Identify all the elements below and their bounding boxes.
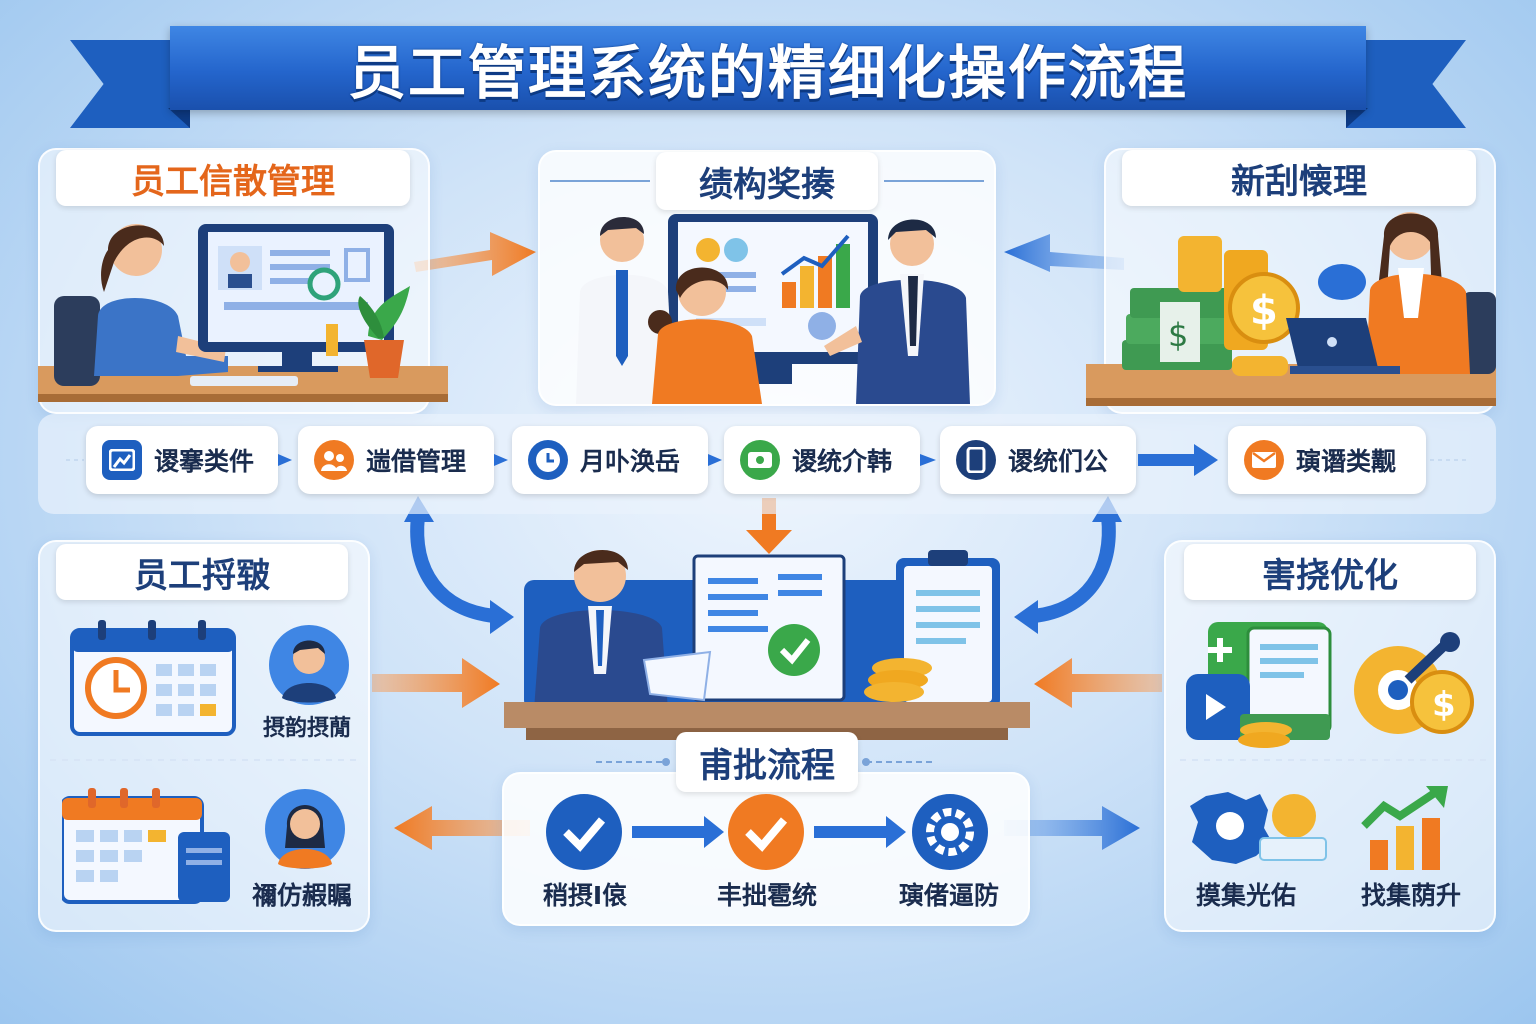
arrow-info-to-training	[414, 232, 536, 276]
step-arrow-1	[278, 454, 292, 466]
step-arrow-3	[708, 454, 722, 466]
people-icon	[314, 440, 354, 480]
svg-text:$: $	[1432, 685, 1456, 725]
process-step-label: 谡搴类件	[154, 447, 255, 476]
process-step-label: 谡统介韩	[792, 447, 893, 476]
employee-at-computer-illustration	[38, 224, 448, 402]
idea-icon	[1272, 794, 1316, 838]
clock-icon	[528, 440, 568, 480]
arrowhead-curved-left-right	[490, 600, 514, 634]
image-upload-icon	[102, 440, 142, 480]
arrow-curved-right	[1032, 515, 1116, 623]
process-step-label: 谡统们公	[1008, 447, 1109, 476]
process-step-label: 璌谮类觏	[1296, 447, 1397, 476]
page-title: 员工管理系统的精细化操作流程	[347, 39, 1188, 107]
approval-workstation-illustration	[504, 549, 1030, 740]
process-step-2[interactable]: 遄借管理	[298, 426, 494, 494]
svg-text:$: $	[1168, 316, 1188, 354]
process-step-4[interactable]: 谡统介韩	[724, 426, 920, 494]
process-step-label: 月卟涣岳	[580, 447, 681, 476]
process-step-6[interactable]: 璌谮类觏	[1228, 426, 1426, 494]
optimization-item-1-label: 摸集光佑	[1195, 881, 1296, 910]
envelope-icon	[1244, 440, 1284, 480]
approval-header-rule	[596, 758, 936, 766]
process-step-1[interactable]: 谡搴类件	[86, 426, 278, 494]
arrow-attendance-to-center	[372, 658, 500, 708]
step-arrow-2	[494, 454, 508, 466]
female-employee-avatar	[265, 789, 345, 869]
approval-step-2-label: 丰拙雹统	[716, 881, 817, 910]
step-arrow-4	[920, 454, 936, 466]
growth-chart-icon	[1370, 840, 1388, 870]
approval-step-1-label: 稍摂I偯	[542, 881, 628, 910]
approval-step-3-label: 璌偖逼防	[898, 881, 999, 910]
training-header-rule	[550, 180, 984, 182]
attendance-item-2-label: 禰仿赮瞩	[251, 881, 352, 910]
panel-salary-title: 新刮懐理	[1122, 150, 1476, 206]
approve-check-icon	[546, 794, 622, 870]
panel-approval-title: 甫批流程	[676, 732, 858, 792]
approval-steps-row	[546, 794, 988, 870]
arrow-curved-left	[410, 515, 495, 623]
payroll-illustration: $ $	[1086, 212, 1496, 406]
arrow-optimization-to-center	[1034, 658, 1162, 708]
review-check-icon	[728, 794, 804, 870]
process-step-5[interactable]: 谡统们公	[940, 426, 1136, 494]
arrowhead-curved-right-left	[1014, 600, 1038, 634]
panel-optimization-title: 害挠优化	[1184, 544, 1476, 600]
process-step-3[interactable]: 月卟涣岳	[512, 426, 708, 494]
optimization-icons-row	[1190, 786, 1448, 870]
attendance-item-1-label: 摂韵摂蕑	[262, 716, 351, 741]
banknote-icon	[740, 440, 780, 480]
panel-info-title: 员工信散管理	[56, 150, 410, 206]
title-ribbon: 员工管理系统的精细化操作流程	[170, 26, 1366, 110]
arrow-down-to-center	[746, 498, 792, 554]
process-step-label: 遄借管理	[366, 447, 467, 476]
panel-attendance-title: 员工捋皲	[56, 544, 348, 600]
svg-text:$: $	[1250, 288, 1278, 334]
step-arrow-5	[1138, 444, 1218, 476]
tablet-icon	[956, 440, 996, 480]
male-employee-avatar	[269, 625, 349, 705]
calendar-id-card-icon	[62, 788, 230, 904]
optimization-tools-illustration: $	[1186, 622, 1474, 748]
process-step-arrows	[278, 444, 1218, 476]
arrow-salary-to-training	[1004, 234, 1124, 272]
arrow-approval-to-attendance	[394, 806, 530, 850]
panel-training-title: 绩构奖揍	[656, 152, 878, 210]
calendar-clock-icon	[70, 620, 236, 736]
arrow-approval-to-optimization	[1004, 806, 1140, 850]
optimization-item-2-label: 找集荫升	[1360, 881, 1461, 910]
team-meeting-illustration	[576, 214, 970, 404]
